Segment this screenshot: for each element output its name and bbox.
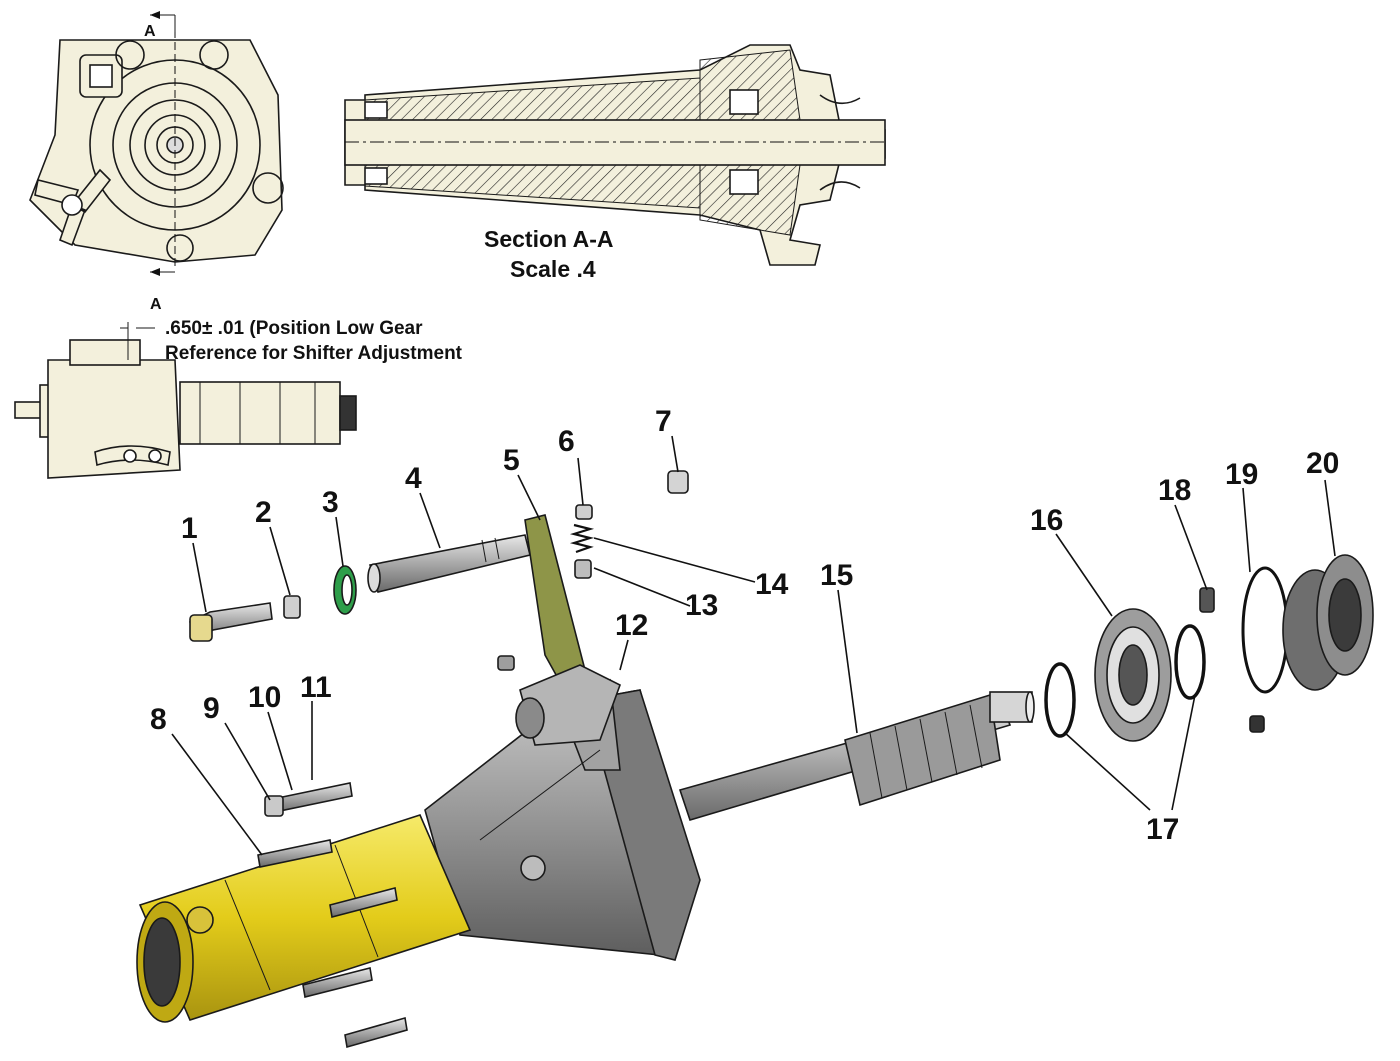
callout-10: 10 [248, 681, 281, 714]
part-14-spring [569, 523, 595, 554]
callout-6: 6 [558, 425, 575, 458]
end-view-drawing: A A [29, 11, 284, 313]
callout-16: 16 [1030, 504, 1063, 537]
callout-19: 19 [1225, 458, 1258, 491]
part-12-nut [497, 655, 515, 671]
callout-20: 20 [1306, 447, 1339, 480]
part-19-retaining-ring [1241, 566, 1289, 694]
callout-11: 11 [300, 671, 332, 704]
callout-13: 13 [685, 589, 718, 622]
part-3-seal [333, 565, 357, 615]
part-18-key [1199, 587, 1215, 613]
part-2-nut [283, 595, 301, 619]
callout-18: 18 [1158, 474, 1191, 507]
part-8-11-bolts [257, 782, 408, 1049]
callout-4: 4 [405, 462, 422, 495]
dimension-note-line1: .650± .01 (Position Low Gear [165, 318, 423, 339]
housing [424, 664, 701, 961]
callout-12: 12 [615, 609, 648, 642]
part-small-clip [1249, 715, 1265, 733]
section-a-a-drawing [344, 44, 886, 266]
callout-2: 2 [255, 496, 272, 529]
callout-1: 1 [181, 512, 198, 545]
callout-14: 14 [755, 568, 789, 601]
callout-9: 9 [203, 692, 220, 725]
side-view-drawing [14, 322, 357, 479]
part-6-nut [575, 504, 593, 520]
part-5-shift-fork [524, 514, 586, 684]
section-cut-letter-bottom: A [150, 296, 162, 313]
part-20-gear [1282, 554, 1374, 691]
part-15-output-shaft [678, 691, 1035, 821]
callout-3: 3 [322, 486, 339, 519]
part-7-nut [667, 470, 689, 494]
part-1-bolt [189, 602, 273, 642]
section-cut-letter-top: A [144, 23, 156, 40]
callout-17: 17 [1146, 813, 1179, 846]
dimension-note-line2: Reference for Shifter Adjustment [165, 343, 463, 364]
part-17-snap-ring-b [1174, 624, 1206, 700]
callout-15: 15 [820, 559, 853, 592]
section-scale: Scale .4 [510, 256, 596, 282]
section-title: Section A-A [484, 226, 614, 252]
part-17-snap-ring-a [1044, 662, 1076, 738]
callout-8: 8 [150, 703, 167, 736]
leader-lines [171, 435, 1336, 856]
part-16-bearing [1094, 608, 1172, 742]
part-13-detent [574, 559, 592, 579]
callout-5: 5 [503, 444, 520, 477]
part-4-shifter-shaft [367, 534, 531, 593]
callout-7: 7 [655, 405, 672, 438]
